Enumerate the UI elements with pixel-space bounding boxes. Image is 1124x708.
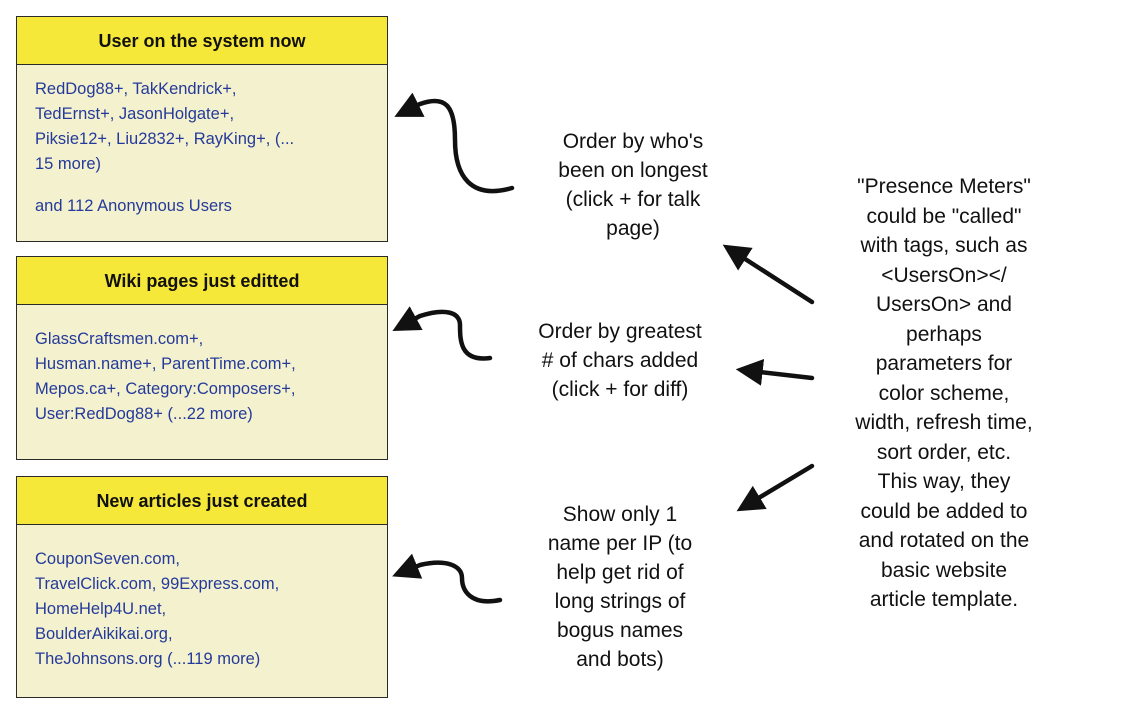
users-online-line: Piksie12+, Liu2832+, RayKing+, (... [35,130,295,148]
note-line: could be "called" [866,204,1022,228]
note-line: (click + for talk [565,188,701,211]
new-articles-list: CouponSeven.com, TravelClick.com, 99Expr… [17,525,387,672]
note-line: page) [606,217,660,240]
note-line: Order by greatest [538,320,702,343]
straight-arrow-up [722,244,815,305]
note-line: width, refresh time, [855,411,1033,434]
show-one-name-note: Show only 1 name per IP (to help get rid… [510,500,730,674]
users-online-panel: User on the system now RedDog88+, TakKen… [16,16,388,242]
pages-edited-panel: Wiki pages just editted GlassCraftsmen.c… [16,256,388,460]
users-online-list: RedDog88+, TakKendrick+, TedErnst+, Jaso… [17,65,387,219]
curved-arrow-3 [392,553,503,604]
curved-arrow-2 [392,306,493,361]
anonymous-users-count: and 112 Anonymous Users [35,197,232,215]
order-by-time-note: Order by who's been on longest (click + … [518,127,748,243]
note-line: and rotated on the [858,529,1030,552]
note-line: parameters for [875,352,1013,375]
users-online-line: 15 more) [35,155,102,173]
pages-edited-line: GlassCraftsmen.com+, [35,330,204,348]
note-line: help get rid of [556,561,684,584]
note-line: and bots) [576,648,664,671]
note-line: article template. [869,588,1019,611]
presence-meters-note: "Presence Meters" could be "called" with… [826,172,1062,615]
pages-edited-line: Husman.name+, ParentTime.com+, [35,355,296,373]
note-line: name per IP (to [547,532,693,555]
users-online-line: RedDog88+, TakKendrick+, [35,80,237,98]
note-line: long strings of [554,590,686,613]
note-line: could be added to [860,499,1028,523]
pages-edited-line: User:RedDog88+ (...22 more) [35,405,253,423]
new-articles-line: CouponSeven.com, [35,550,180,568]
new-articles-panel: New articles just created CouponSeven.co… [16,476,388,698]
note-line: perhaps [906,322,982,346]
note-line: <UsersOn></ [881,263,1007,287]
note-line: sort order, etc. [876,440,1012,464]
users-online-line: TedErnst+, JasonHolgate+, [35,105,235,123]
users-online-title: User on the system now [17,17,387,65]
note-line: with tags, such as [860,234,1028,257]
new-articles-line: TheJohnsons.org (...119 more) [35,650,261,668]
curved-arrow-1 [394,92,515,194]
note-line: Order by who's [562,130,704,153]
note-line: (click + for diff) [551,378,689,401]
pages-edited-list: GlassCraftsmen.com+, Husman.name+, Paren… [17,305,387,427]
note-line: basic website [880,558,1008,582]
note-line: # of chars added [541,349,699,372]
new-articles-line: HomeHelp4U.net, [35,600,167,618]
straight-arrow-left [735,358,815,386]
order-by-chars-note: Order by greatest # of chars added (clic… [500,317,740,404]
new-articles-title: New articles just created [17,477,387,525]
pages-edited-title: Wiki pages just editted [17,257,387,305]
note-line: Show only 1 [562,503,678,526]
note-line: bogus names [556,619,684,642]
note-line: color scheme, [878,381,1010,405]
new-articles-line: TravelClick.com, 99Express.com, [35,575,280,593]
pages-edited-line: Mepos.ca+, Category:Composers+, [35,380,296,398]
new-articles-line: BoulderAikikai.org, [35,625,173,643]
note-line: been on longest [558,159,708,182]
note-line: UsersOn> and [876,293,1012,316]
straight-arrow-down [736,463,815,512]
note-line: This way, they [877,470,1011,493]
note-line: "Presence Meters" [857,175,1031,198]
